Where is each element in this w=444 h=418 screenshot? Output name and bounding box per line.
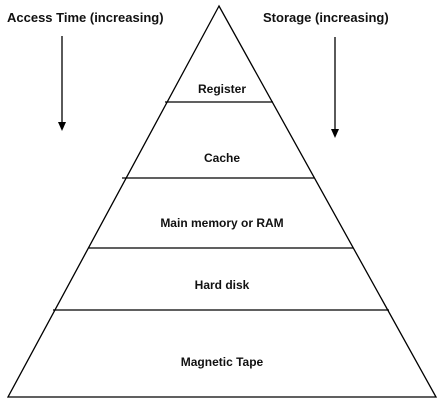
access-time-label: Access Time (increasing): [7, 10, 164, 25]
storage-arrow-head: [331, 129, 339, 138]
level-magnetic-tape-label: Magnetic Tape: [180, 355, 264, 369]
level-harddisk-label: Hard disk: [194, 278, 250, 292]
level-register-label: Register: [197, 82, 247, 96]
access-time-arrow-head: [58, 122, 66, 131]
level-cache-label: Cache: [203, 151, 241, 165]
pyramid-outline: [6, 4, 438, 398]
storage-label: Storage (increasing): [263, 10, 389, 25]
level-ram-label: Main memory or RAM: [160, 216, 284, 230]
